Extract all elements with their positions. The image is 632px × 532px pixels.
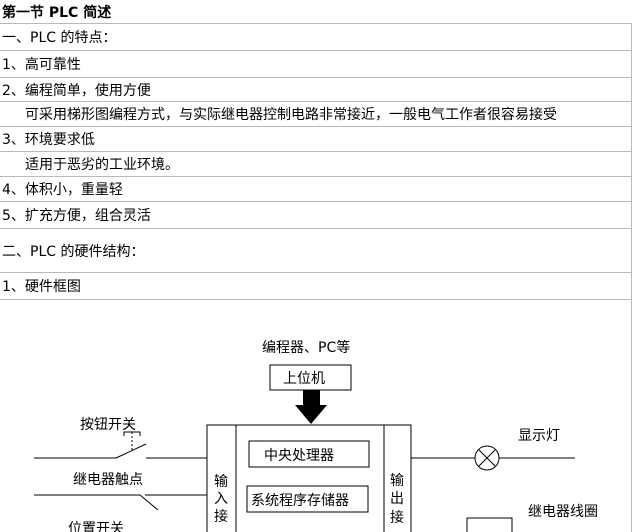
output-char-2: 出: [390, 491, 404, 507]
position-switch-label: 位置开关: [68, 521, 124, 532]
down-arrow-icon: [295, 390, 327, 424]
cpu-label: 中央处理器: [264, 448, 334, 464]
memory-box: [246, 485, 369, 513]
feature-1: 1、高可靠性: [0, 51, 632, 78]
feature-2-detail: 可采用梯形图编程方式，与实际继电器控制电路非常接近，一般电气工作者很容易接受: [0, 102, 632, 127]
output-char-1: 输: [390, 473, 404, 489]
subheading-block-diagram: 1、硬件框图: [0, 273, 632, 300]
heading-features: 一、PLC 的特点：: [0, 24, 632, 51]
relay-coil-box: [466, 517, 513, 532]
memory-label: 系统程序存储器: [251, 493, 349, 509]
input-char-1: 输: [214, 474, 228, 490]
output-interface-label: 输 出 接: [390, 473, 408, 526]
feature-4: 4、体积小，重量轻: [0, 177, 632, 202]
relay-contact-symbol: [34, 494, 207, 511]
lamp-symbol-icon: [411, 445, 575, 471]
button-switch-label: 按钮开关: [80, 417, 136, 433]
plc-frame: [206, 424, 412, 532]
hardware-block-diagram: 编程器、PC等 上位机 中央处理器 系统程序存储器 输 入 接 输 出 接 按钮…: [34, 339, 598, 532]
relay-coil-label: 继电器线圈: [528, 504, 598, 520]
section-title: 第一节 PLC 简述: [0, 0, 632, 24]
cpu-box: [248, 440, 370, 468]
programmer-label: 编程器、PC等: [262, 339, 350, 356]
host-label: 上位机: [283, 371, 325, 387]
heading-hardware: 二、PLC 的硬件结构：: [0, 229, 632, 273]
input-char-3: 接: [214, 508, 228, 525]
feature-3-detail: 适用于恶劣的工业环境。: [0, 152, 632, 177]
button-switch-symbol: [34, 431, 207, 459]
output-char-3: 接: [390, 509, 404, 526]
feature-2: 2、编程简单，使用方便: [0, 78, 632, 102]
input-interface-label: 输 入 接: [214, 474, 232, 525]
feature-3: 3、环境要求低: [0, 127, 632, 152]
indicator-lamp-label: 显示灯: [518, 428, 560, 444]
relay-contact-label: 继电器触点: [73, 472, 143, 488]
input-char-2: 入: [214, 491, 228, 507]
feature-5: 5、扩充方便，组合灵活: [0, 202, 632, 229]
